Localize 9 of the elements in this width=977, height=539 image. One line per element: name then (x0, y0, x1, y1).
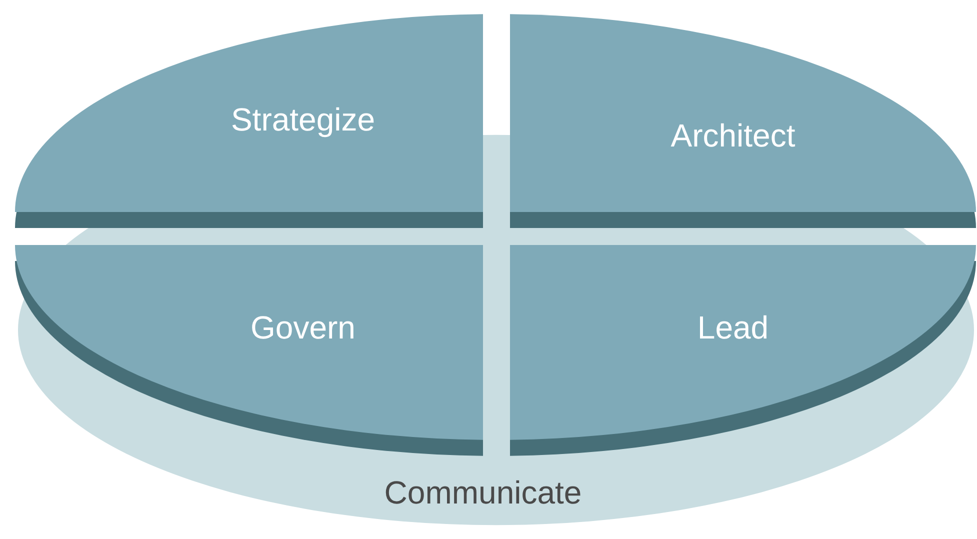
quarter-segment (15, 12, 483, 229)
quarter-segment (510, 245, 976, 457)
quarter-segment (15, 245, 483, 457)
segment-label: Govern (250, 310, 356, 346)
base-label: Communicate (384, 474, 582, 512)
segment-label: Architect (670, 118, 796, 154)
quarter-segment (510, 12, 976, 229)
segment-label: Strategize (230, 102, 376, 138)
segment-label: Lead (697, 310, 769, 346)
